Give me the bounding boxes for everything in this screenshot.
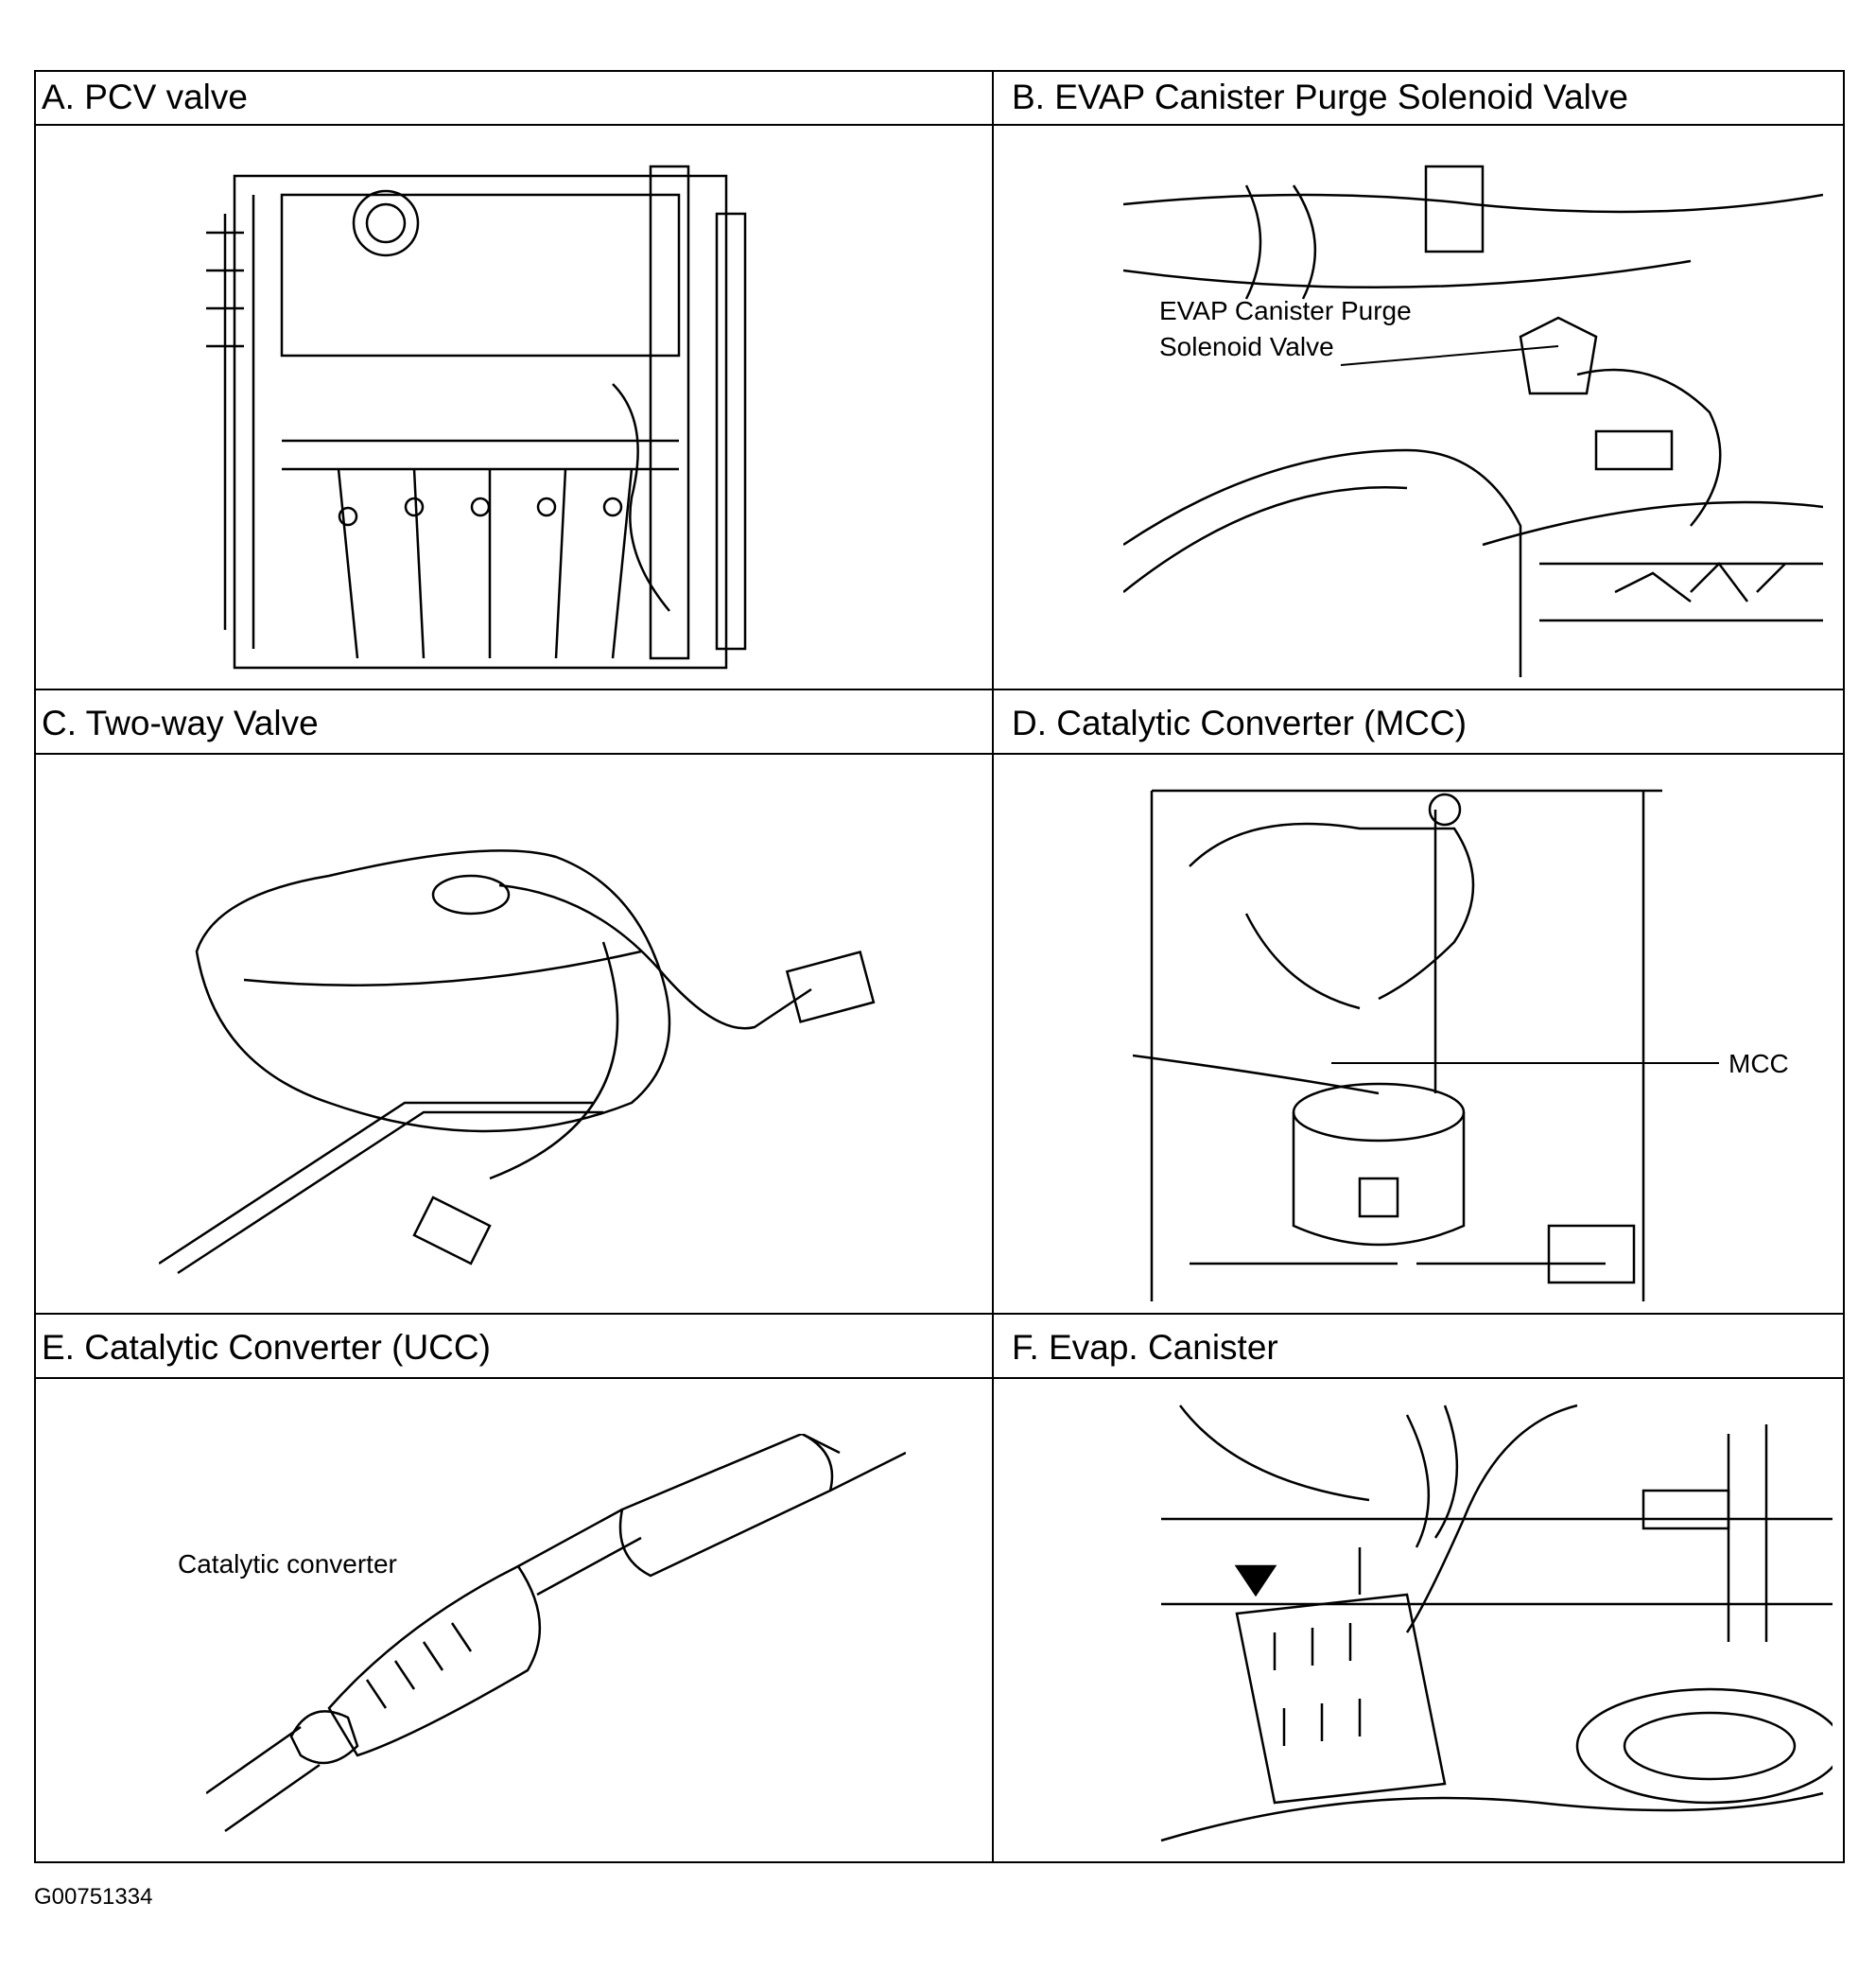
row-divider: [36, 689, 1843, 690]
figure-id: G00751334: [34, 1884, 153, 1910]
column-divider: [992, 72, 994, 1861]
ucc-illustration: [206, 1434, 906, 1850]
pcv-valve-illustration: [197, 157, 877, 687]
row-divider: [36, 753, 1843, 755]
row-divider: [36, 124, 1843, 126]
panel-f-title: F. Evap. Canister: [1012, 1328, 1278, 1367]
evap-canister-illustration: [1142, 1387, 1833, 1859]
callout-evap-purge-line2: Solenoid Valve: [1159, 332, 1334, 361]
panel-e-title: E. Catalytic Converter (UCC): [42, 1328, 491, 1367]
row-divider: [36, 1313, 1843, 1315]
panel-a-title: A. PCV valve: [42, 78, 248, 116]
panel-c-title: C. Two-way Valve: [42, 704, 319, 742]
mcc-illustration: [1133, 772, 1662, 1301]
callout-catalytic-converter: Catalytic converter: [178, 1549, 397, 1579]
panel-d-title: D. Catalytic Converter (MCC): [1012, 704, 1468, 742]
ucc-callout: Catalytic converter: [178, 1543, 480, 1590]
purge-solenoid-illustration: [1123, 148, 1823, 687]
purge-solenoid-callout: EVAP Canister Purge Solenoid Valve: [1159, 291, 1462, 376]
two-way-valve-illustration: [159, 800, 896, 1292]
mcc-callout: MCC: [1331, 1037, 1842, 1084]
diagram-grid: A. PCV valve B. EVAP Canister Purge Sole…: [34, 70, 1845, 1863]
panel-b-title: B. EVAP Canister Purge Solenoid Valve: [1012, 78, 1628, 116]
callout-evap-purge-line1: EVAP Canister Purge: [1159, 296, 1412, 325]
row-divider: [36, 1377, 1843, 1379]
callout-mcc: MCC: [1728, 1049, 1789, 1078]
